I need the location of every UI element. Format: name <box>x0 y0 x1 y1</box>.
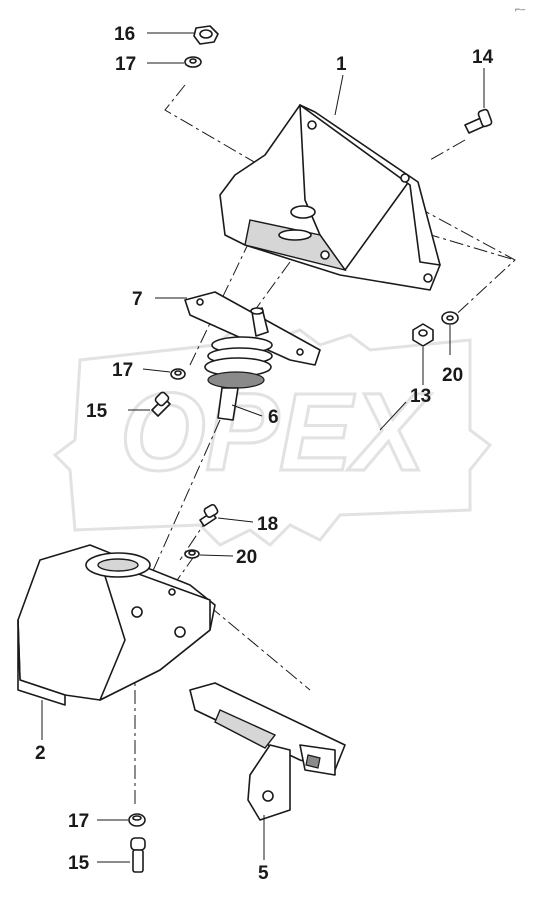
part-2-lower-housing <box>17 544 216 706</box>
part-6-spring-damper <box>204 336 273 421</box>
callout-17-mid: 17 <box>112 360 133 381</box>
callout-14: 14 <box>472 47 494 68</box>
callout-17-bottom: 17 <box>68 811 89 832</box>
part-17-washer-top <box>184 56 202 68</box>
callout-20-right: 20 <box>442 365 463 386</box>
callout-17-top: 17 <box>115 54 136 75</box>
part-20-washer-right <box>441 311 459 325</box>
callout-6: 6 <box>268 407 279 428</box>
part-1-upper-bracket <box>219 104 441 291</box>
callout-15-bottom: 15 <box>68 853 90 874</box>
part-14-bolt <box>464 108 493 134</box>
callout-20-mid: 20 <box>236 547 257 568</box>
part-16-nut <box>193 25 219 45</box>
callout-1: 1 <box>336 54 347 75</box>
leader-lines <box>41 32 485 863</box>
callout-18: 18 <box>257 514 278 535</box>
part-15-bolt-bottom <box>130 837 146 873</box>
part-18-bolt <box>199 503 219 527</box>
callout-labels: 16 17 1 14 7 17 15 6 13 20 18 20 2 17 15… <box>35 24 494 884</box>
watermark-text: OPEX <box>120 371 431 494</box>
part-20-washer-mid <box>184 549 200 559</box>
part-7-plate <box>184 291 321 366</box>
watermark-logo: OPEX <box>52 322 493 547</box>
callout-13: 13 <box>410 386 431 407</box>
callout-2: 2 <box>35 743 46 764</box>
corner-mark: ⌐‒ <box>515 4 525 14</box>
part-17-washer-bottom <box>128 813 146 827</box>
part-15-bolt-mid <box>151 391 171 417</box>
callout-16: 16 <box>114 24 135 45</box>
part-5-latch-assembly <box>189 682 346 821</box>
callout-5: 5 <box>258 863 269 884</box>
part-17-washer-mid <box>170 368 186 380</box>
part-13-nut <box>412 323 434 347</box>
callout-15-mid: 15 <box>86 401 108 422</box>
callout-7: 7 <box>132 289 143 310</box>
